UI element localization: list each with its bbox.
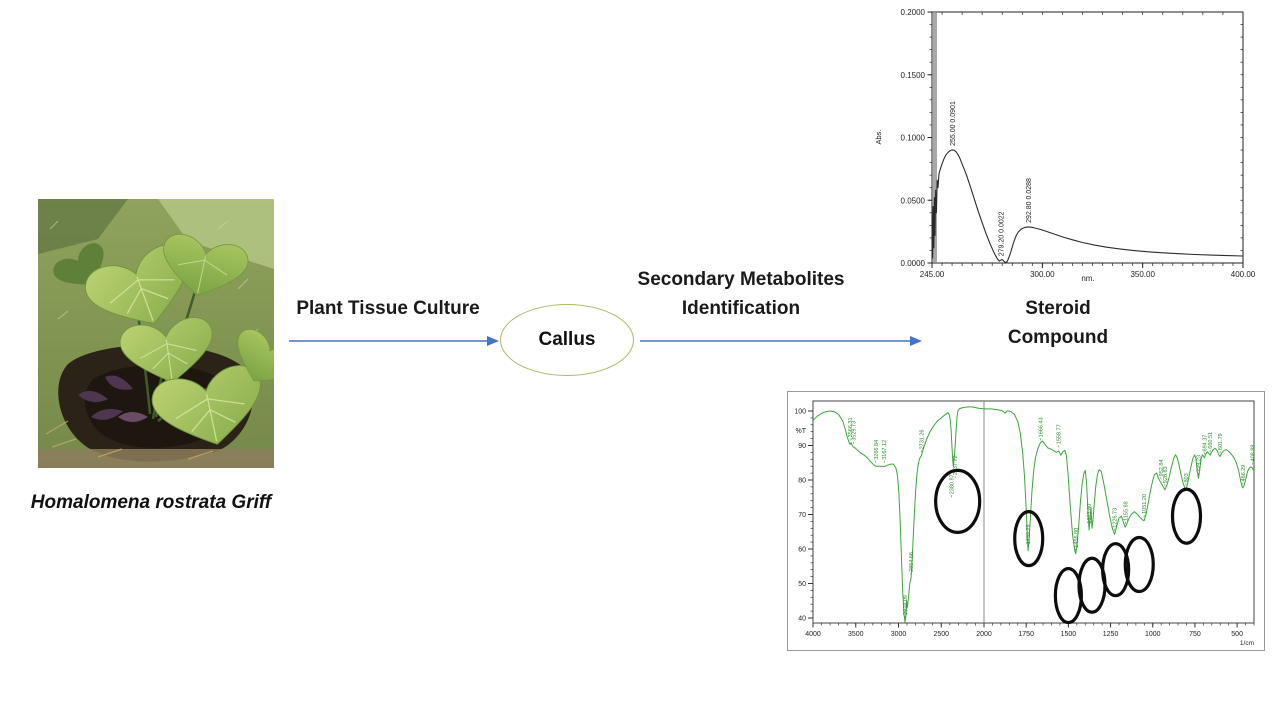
uv-x-tick-labels: 245.00 300.00 350.00 400.00 [920,263,1256,279]
grass-shadow [38,199,128,254]
leaf-edge [237,329,274,382]
result-label-line2: Compound [1007,327,1109,348]
svg-text:245.00: 245.00 [920,270,945,279]
leaf-top-right [163,233,249,296]
svg-text:1456.80: 1456.80 [1074,528,1080,548]
svg-text:0.2000: 0.2000 [901,8,926,17]
ir-circle-annotations [934,468,1203,625]
svg-text:400.00: 400.00 [1231,270,1256,279]
step2-label-line2: Identification [681,298,801,319]
svg-text:500: 500 [1231,631,1243,638]
svg-text:660.51: 660.51 [1208,432,1214,449]
svg-text:3566.31: 3566.31 [848,417,854,437]
ir-y-tick-labels: 100 90 80 70 60 50 40 [794,409,813,623]
step2-label-line1: Secondary Metabolites [637,269,845,290]
uv-trace [931,149,1244,263]
svg-text:2500: 2500 [933,631,949,638]
svg-text:2000: 2000 [976,631,992,638]
svg-text:1500: 1500 [1061,631,1077,638]
svg-text:3500: 3500 [848,631,864,638]
svg-text:750: 750 [1189,631,1201,638]
leaf-lower-right [151,365,261,445]
svg-text:1226.73: 1226.73 [1113,508,1119,528]
svg-text:255.00 0.0901: 255.00 0.0901 [950,101,957,146]
svg-text:3167.12: 3167.12 [882,440,888,460]
svg-text:50: 50 [798,581,806,588]
svg-text:70: 70 [798,512,806,519]
result-label: Steroid Compound [988,294,1128,352]
dry-grass [45,420,214,460]
svg-text:1377.80: 1377.80 [1087,504,1093,524]
svg-text:60: 60 [798,547,806,554]
plant-photo [38,199,274,468]
svg-text:1739.79: 1739.79 [1026,524,1032,544]
leaf-large-top [84,244,189,325]
svg-text:952.84: 952.84 [1159,459,1165,476]
ir-spectrum-chart: 4000 3500 3000 2500 2000 1750 1500 1250 1000 750 5… [787,391,1265,651]
specimen-caption: Homalomena rostrata Griff [30,492,272,513]
arrow-callus-to-result [640,336,922,346]
callus-node-label: Callus [538,329,596,350]
step1-label: Plant Tissue Culture [296,298,480,319]
svg-text:2854.66: 2854.66 [909,552,915,572]
svg-text:1155.88: 1155.88 [1124,501,1130,520]
ir-x-axis-label: 1/cm [1240,640,1254,647]
step2-label: Secondary Metabolites Identification [616,265,866,323]
svg-text:0.0000: 0.0000 [901,259,926,268]
uv-peak-annotations: 255.00 0.0901 279.20 0.0022 292.80 0.0288 [950,101,1033,256]
uv-x-axis-label: nm. [1081,274,1094,283]
svg-text:300.00: 300.00 [1030,270,1055,279]
dirt-edge [38,449,274,468]
svg-text:80: 80 [798,478,806,485]
svg-text:100: 100 [794,409,806,416]
svg-text:694.37: 694.37 [1202,435,1208,452]
svg-text:408.88: 408.88 [1251,445,1257,462]
svg-text:279.20 0.0022: 279.20 0.0022 [999,211,1006,256]
svg-text:3000: 3000 [891,631,907,638]
svg-text:2380.87: 2380.87 [949,474,955,494]
uv-axis-ticks [929,11,1244,266]
svg-text:803: 803 [1184,473,1190,482]
svg-text:90: 90 [798,443,806,450]
svg-text:292.80 0.0288: 292.80 0.0288 [1026,178,1033,223]
svg-text:1558.77: 1558.77 [1057,424,1063,444]
uv-spectrum-chart: 245.00 300.00 350.00 400.00 0.2000 0.1500 0.10… [874,8,1256,283]
purple-foliage [78,375,148,422]
uv-y-tick-labels: 0.2000 0.1500 0.1000 0.0500 0.0000 [901,8,932,268]
leaves [53,233,274,445]
svg-text:2731.26: 2731.26 [919,430,925,450]
svg-text:0.1500: 0.1500 [901,71,926,80]
svg-text:40: 40 [798,616,806,623]
svg-text:1750: 1750 [1018,631,1034,638]
svg-text:729.23: 729.23 [1196,455,1202,472]
result-label-line1: Steroid [1025,298,1091,319]
ir-x-tick-labels: 4000 3500 3000 2500 2000 1750 1500 1250 1000 750 5… [805,623,1243,638]
uv-y-axis-label: Abs. [874,129,883,144]
callus-node: Callus [500,304,634,376]
ir-trace [812,406,1255,623]
svg-text:350.00: 350.00 [1130,270,1155,279]
svg-text:601.79: 601.79 [1218,433,1224,450]
ir-y-axis-label: %T [796,428,807,435]
svg-text:1666.43: 1666.43 [1038,417,1044,437]
svg-text:2924.09: 2924.09 [903,595,909,615]
svg-text:2337.72: 2337.72 [953,455,959,475]
svg-text:466.29: 466.29 [1241,465,1247,482]
arrow-plant-to-callus [289,336,499,346]
svg-text:1051.20: 1051.20 [1142,494,1148,514]
svg-text:4000: 4000 [805,631,821,638]
svg-text:1000: 1000 [1145,631,1161,638]
svg-text:1250: 1250 [1103,631,1119,638]
svg-text:3529.73: 3529.73 [851,421,857,441]
svg-text:0.0500: 0.0500 [901,196,926,205]
svg-text:0.1000: 0.1000 [901,134,926,143]
svg-text:3266.84: 3266.84 [874,440,880,460]
svg-text:928.83: 928.83 [1163,466,1169,483]
